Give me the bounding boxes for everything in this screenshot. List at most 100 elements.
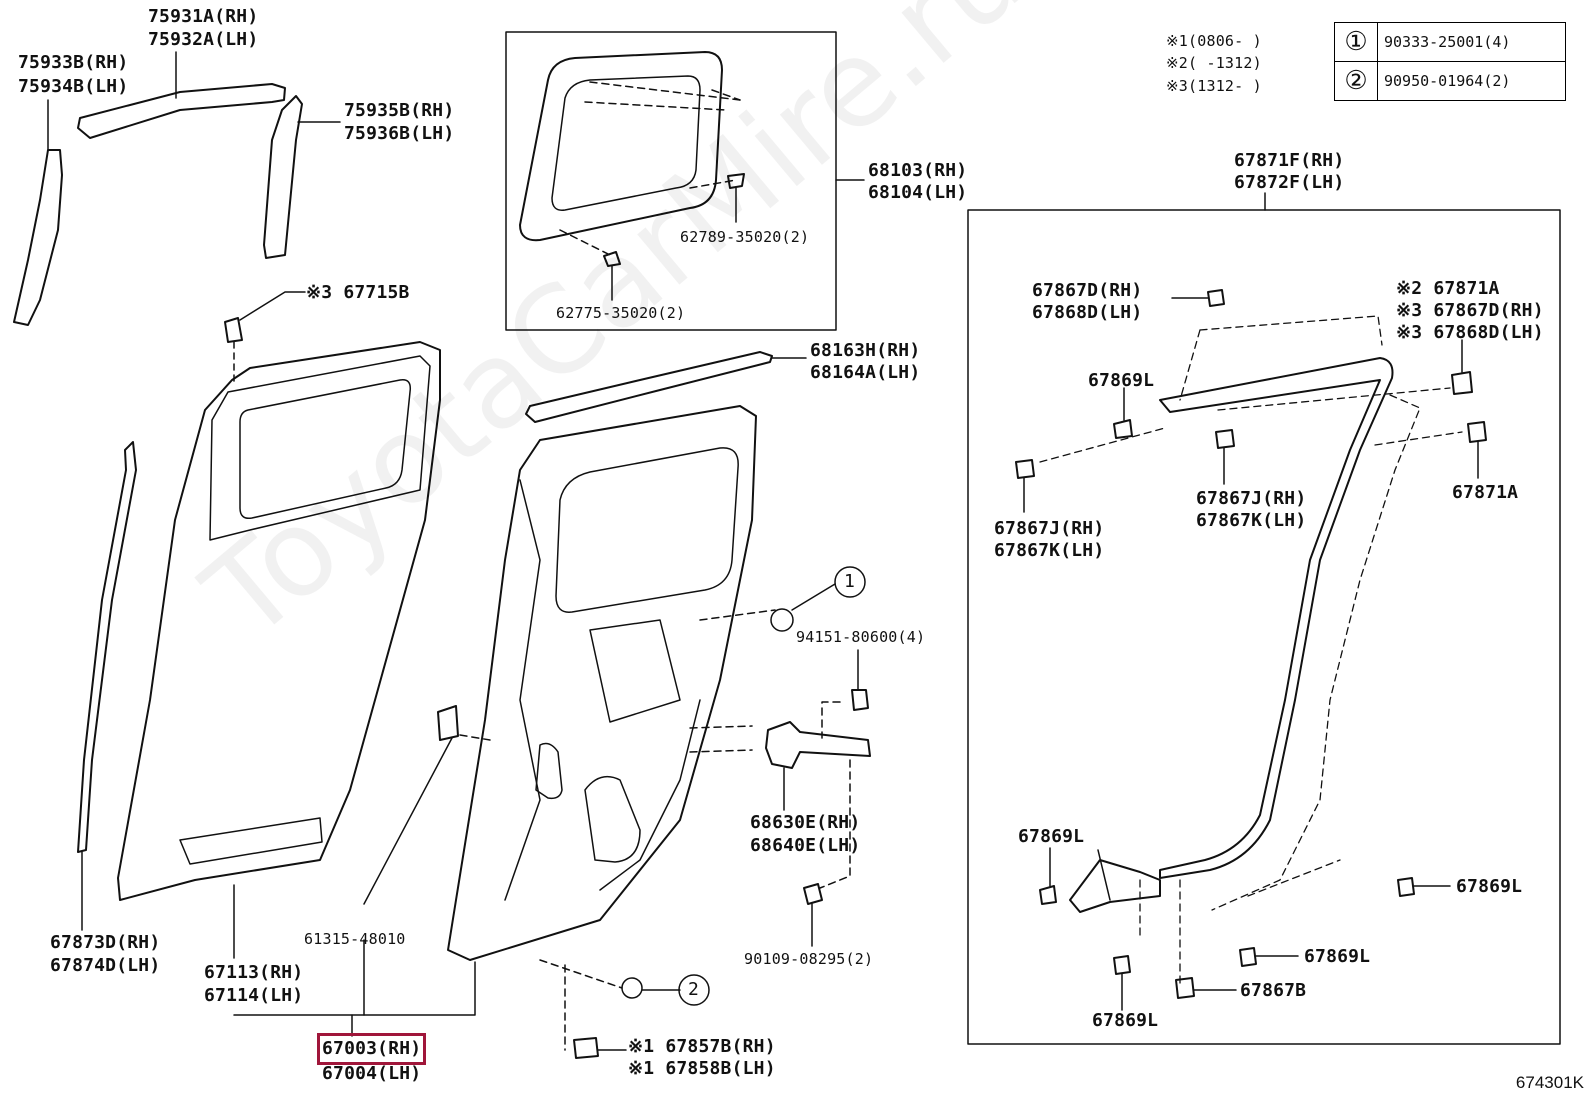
part-67873D-door-weatherstrip bbox=[77, 441, 137, 853]
label-62789[interactable]: 62789-35020(2) bbox=[680, 228, 810, 246]
label-75935B[interactable]: 75935B(RH) bbox=[344, 100, 455, 121]
label-67857B[interactable]: ※1 67857B(RH) bbox=[628, 1036, 776, 1057]
label-67869L-d[interactable]: 67869L bbox=[1304, 946, 1371, 967]
inner-door-window-opening bbox=[555, 447, 739, 613]
callout-2-number: 2 bbox=[688, 979, 700, 1000]
outer-door-window-opening bbox=[239, 379, 412, 520]
part-68103-quarter-window bbox=[519, 51, 723, 242]
legend-part-2[interactable]: 90950-01964(2) bbox=[1377, 61, 1566, 101]
glass-assembly-box bbox=[505, 31, 837, 331]
label-67114[interactable]: 67114(LH) bbox=[204, 985, 304, 1006]
part-68163H-belt-moulding bbox=[525, 351, 773, 423]
label-67715B[interactable]: ※3 67715B bbox=[306, 282, 410, 303]
part-67869L-screw-left bbox=[1039, 885, 1057, 905]
label-67113[interactable]: 67113(RH) bbox=[204, 962, 304, 983]
label-75936B[interactable]: 75936B(LH) bbox=[344, 123, 455, 144]
label-67872F[interactable]: 67872F(LH) bbox=[1234, 172, 1345, 193]
label-68163H[interactable]: 68163H(RH) bbox=[810, 340, 921, 361]
label-68164A[interactable]: 68164A(LH) bbox=[810, 362, 921, 383]
outer-door-lower-rail bbox=[179, 817, 323, 865]
legend-mark-1: ① bbox=[1334, 22, 1378, 62]
label-75933B[interactable]: 75933B(RH) bbox=[18, 52, 129, 73]
label-61315[interactable]: 61315-48010 bbox=[304, 930, 406, 948]
note-1: ※1(0806- ) bbox=[1166, 32, 1262, 50]
label-67874D[interactable]: 67874D(LH) bbox=[50, 955, 161, 976]
part-75933B-pillar-garnish bbox=[13, 149, 63, 326]
label-67867D-b[interactable]: ※3 67867D(RH) bbox=[1396, 300, 1544, 321]
part-67871A-clip-upper bbox=[1451, 371, 1473, 395]
label-67868D-a[interactable]: 67868D(LH) bbox=[1032, 302, 1143, 323]
legend-row-2: ② 90950-01964(2) bbox=[1334, 61, 1566, 101]
inner-door-service-hole bbox=[589, 619, 681, 723]
label-68630E[interactable]: 68630E(RH) bbox=[750, 812, 861, 833]
label-67867B[interactable]: 67867B bbox=[1240, 980, 1307, 1001]
label-67867D-a[interactable]: 67867D(RH) bbox=[1032, 280, 1143, 301]
label-67871F[interactable]: 67871F(RH) bbox=[1234, 150, 1345, 171]
inner-door-oval-hole bbox=[535, 742, 563, 800]
part-67869L-screw-top bbox=[1113, 419, 1133, 439]
part-90333-plug bbox=[770, 608, 794, 632]
label-67867K-b[interactable]: 67867K(LH) bbox=[1196, 510, 1307, 531]
label-94151[interactable]: 94151-80600(4) bbox=[796, 628, 926, 646]
label-68640E[interactable]: 68640E(LH) bbox=[750, 835, 861, 856]
label-67867J-b[interactable]: 67867J(RH) bbox=[1196, 488, 1307, 509]
part-67113-outer-door-panel bbox=[117, 341, 441, 901]
label-68104[interactable]: 68104(LH) bbox=[868, 182, 968, 203]
legend-mark-2: ② bbox=[1334, 61, 1378, 101]
inner-door-lower-hole bbox=[584, 775, 641, 863]
part-61315-hinge-bracket bbox=[437, 705, 459, 741]
leader-61315 bbox=[363, 737, 453, 905]
inner-door-brace bbox=[504, 479, 541, 901]
label-67869L-c[interactable]: 67869L bbox=[1456, 876, 1523, 897]
part-90950-plug bbox=[621, 977, 643, 999]
label-67871A-b[interactable]: 67871A bbox=[1452, 482, 1519, 503]
label-75934B[interactable]: 75934B(LH) bbox=[18, 76, 129, 97]
label-67873D[interactable]: 67873D(RH) bbox=[50, 932, 161, 953]
label-67858B[interactable]: ※1 67858B(LH) bbox=[628, 1058, 776, 1079]
part-67869L-lower-bracket bbox=[1069, 859, 1161, 913]
part-67867J-clip-left bbox=[1015, 459, 1035, 479]
part-67871F-door-weatherstrip bbox=[1159, 357, 1394, 879]
label-67868D-b[interactable]: ※3 67868D(LH) bbox=[1396, 322, 1544, 343]
part-67003-door-frame bbox=[447, 405, 757, 961]
part-67871A-clip-lower bbox=[1467, 421, 1487, 443]
label-67867J-a[interactable]: 67867J(RH) bbox=[994, 518, 1105, 539]
label-67869L-a[interactable]: 67869L bbox=[1088, 370, 1155, 391]
part-62789-clip bbox=[727, 173, 745, 189]
label-67867K-a[interactable]: 67867K(LH) bbox=[994, 540, 1105, 561]
part-67867J-clip-right bbox=[1215, 429, 1235, 449]
part-67857B-hole-plug bbox=[573, 1037, 599, 1059]
label-75931A[interactable]: 75931A(RH) bbox=[148, 6, 259, 27]
part-67715B-clip bbox=[224, 317, 243, 343]
label-67869L-e[interactable]: 67869L bbox=[1092, 1010, 1159, 1031]
label-90109[interactable]: 90109-08295(2) bbox=[744, 950, 874, 968]
label-67869L-b[interactable]: 67869L bbox=[1018, 826, 1085, 847]
note-3: ※3(1312- ) bbox=[1166, 77, 1262, 95]
illustration-reference-code: 674301K bbox=[1515, 1073, 1584, 1092]
part-67867D-clip bbox=[1207, 289, 1225, 307]
part-94151-nut bbox=[851, 689, 869, 711]
label-67871A-a[interactable]: ※2 67871A bbox=[1396, 278, 1500, 299]
label-67003-highlighted[interactable]: 67003(RH) bbox=[316, 1033, 427, 1065]
callout-1-circle bbox=[834, 566, 866, 598]
part-62775-clip bbox=[603, 251, 621, 267]
label-62775[interactable]: 62775-35020(2) bbox=[556, 304, 686, 322]
label-68103[interactable]: 68103(RH) bbox=[868, 160, 968, 181]
part-67869L-screw-bottom bbox=[1113, 955, 1131, 975]
legend-row-1: ① 90333-25001(4) bbox=[1334, 22, 1566, 62]
part-75935B-rear-garnish bbox=[263, 95, 303, 259]
label-75932A[interactable]: 75932A(LH) bbox=[148, 29, 259, 50]
legend-part-1[interactable]: 90333-25001(4) bbox=[1377, 22, 1566, 62]
callout-1-number: 1 bbox=[844, 571, 856, 592]
label-67004[interactable]: 67004(LH) bbox=[322, 1063, 422, 1084]
part-67869L-screw-mid bbox=[1239, 947, 1257, 967]
leader-67715B bbox=[239, 291, 306, 321]
part-67867B-clip bbox=[1175, 977, 1195, 999]
part-67869L-screw-right bbox=[1397, 877, 1415, 897]
callout-2-circle bbox=[678, 974, 710, 1006]
part-90109-bolt bbox=[803, 883, 823, 905]
note-2: ※2( -1312) bbox=[1166, 54, 1262, 72]
quarter-window-inner bbox=[551, 75, 701, 211]
outer-door-window-frame bbox=[209, 355, 431, 541]
